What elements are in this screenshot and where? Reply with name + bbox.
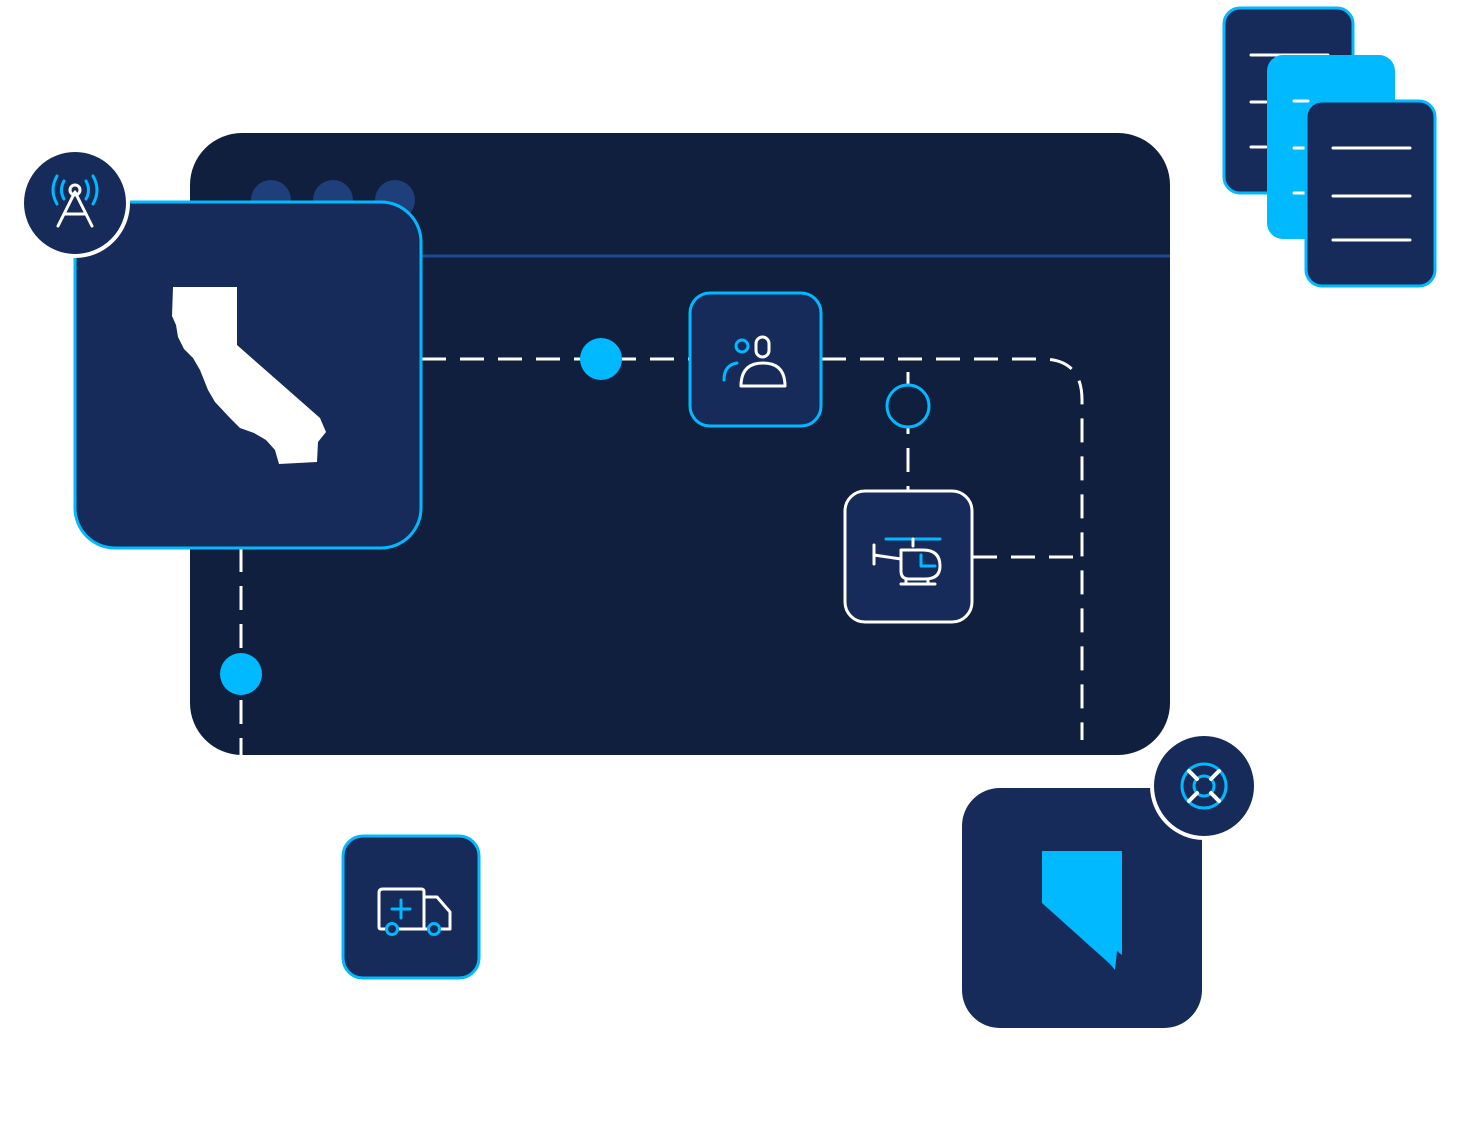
connector-node: [220, 653, 262, 695]
radio-tower-badge: [20, 148, 130, 258]
connector-node: [580, 338, 622, 380]
lifebuoy-icon: [1180, 762, 1228, 810]
nevada-card: [962, 788, 1202, 1028]
helicopter-card: [843, 489, 974, 624]
documents-icon: [1222, 6, 1437, 288]
lifebuoy-badge-circle: [1150, 732, 1258, 840]
helicopter-card-frame: [843, 489, 974, 624]
lifebuoy-badge: [1150, 732, 1258, 840]
ambulance-card-frame: [341, 834, 481, 980]
connector-node-hollow: [885, 383, 931, 429]
california-map-icon: [172, 287, 326, 464]
people-card: [688, 291, 823, 428]
helicopter-icon: [872, 537, 942, 586]
connector-line: [822, 357, 1084, 740]
document-sheet: [1304, 99, 1437, 288]
nevada-map-icon: [1042, 851, 1122, 970]
radio-tower-icon: [51, 174, 99, 228]
ambulance-icon: [377, 887, 452, 936]
california-card: [73, 200, 423, 550]
ambulance-card: [341, 834, 481, 980]
users-icon: [722, 335, 787, 388]
radio-tower-badge-circle: [20, 148, 130, 258]
people-card-frame: [688, 291, 823, 428]
